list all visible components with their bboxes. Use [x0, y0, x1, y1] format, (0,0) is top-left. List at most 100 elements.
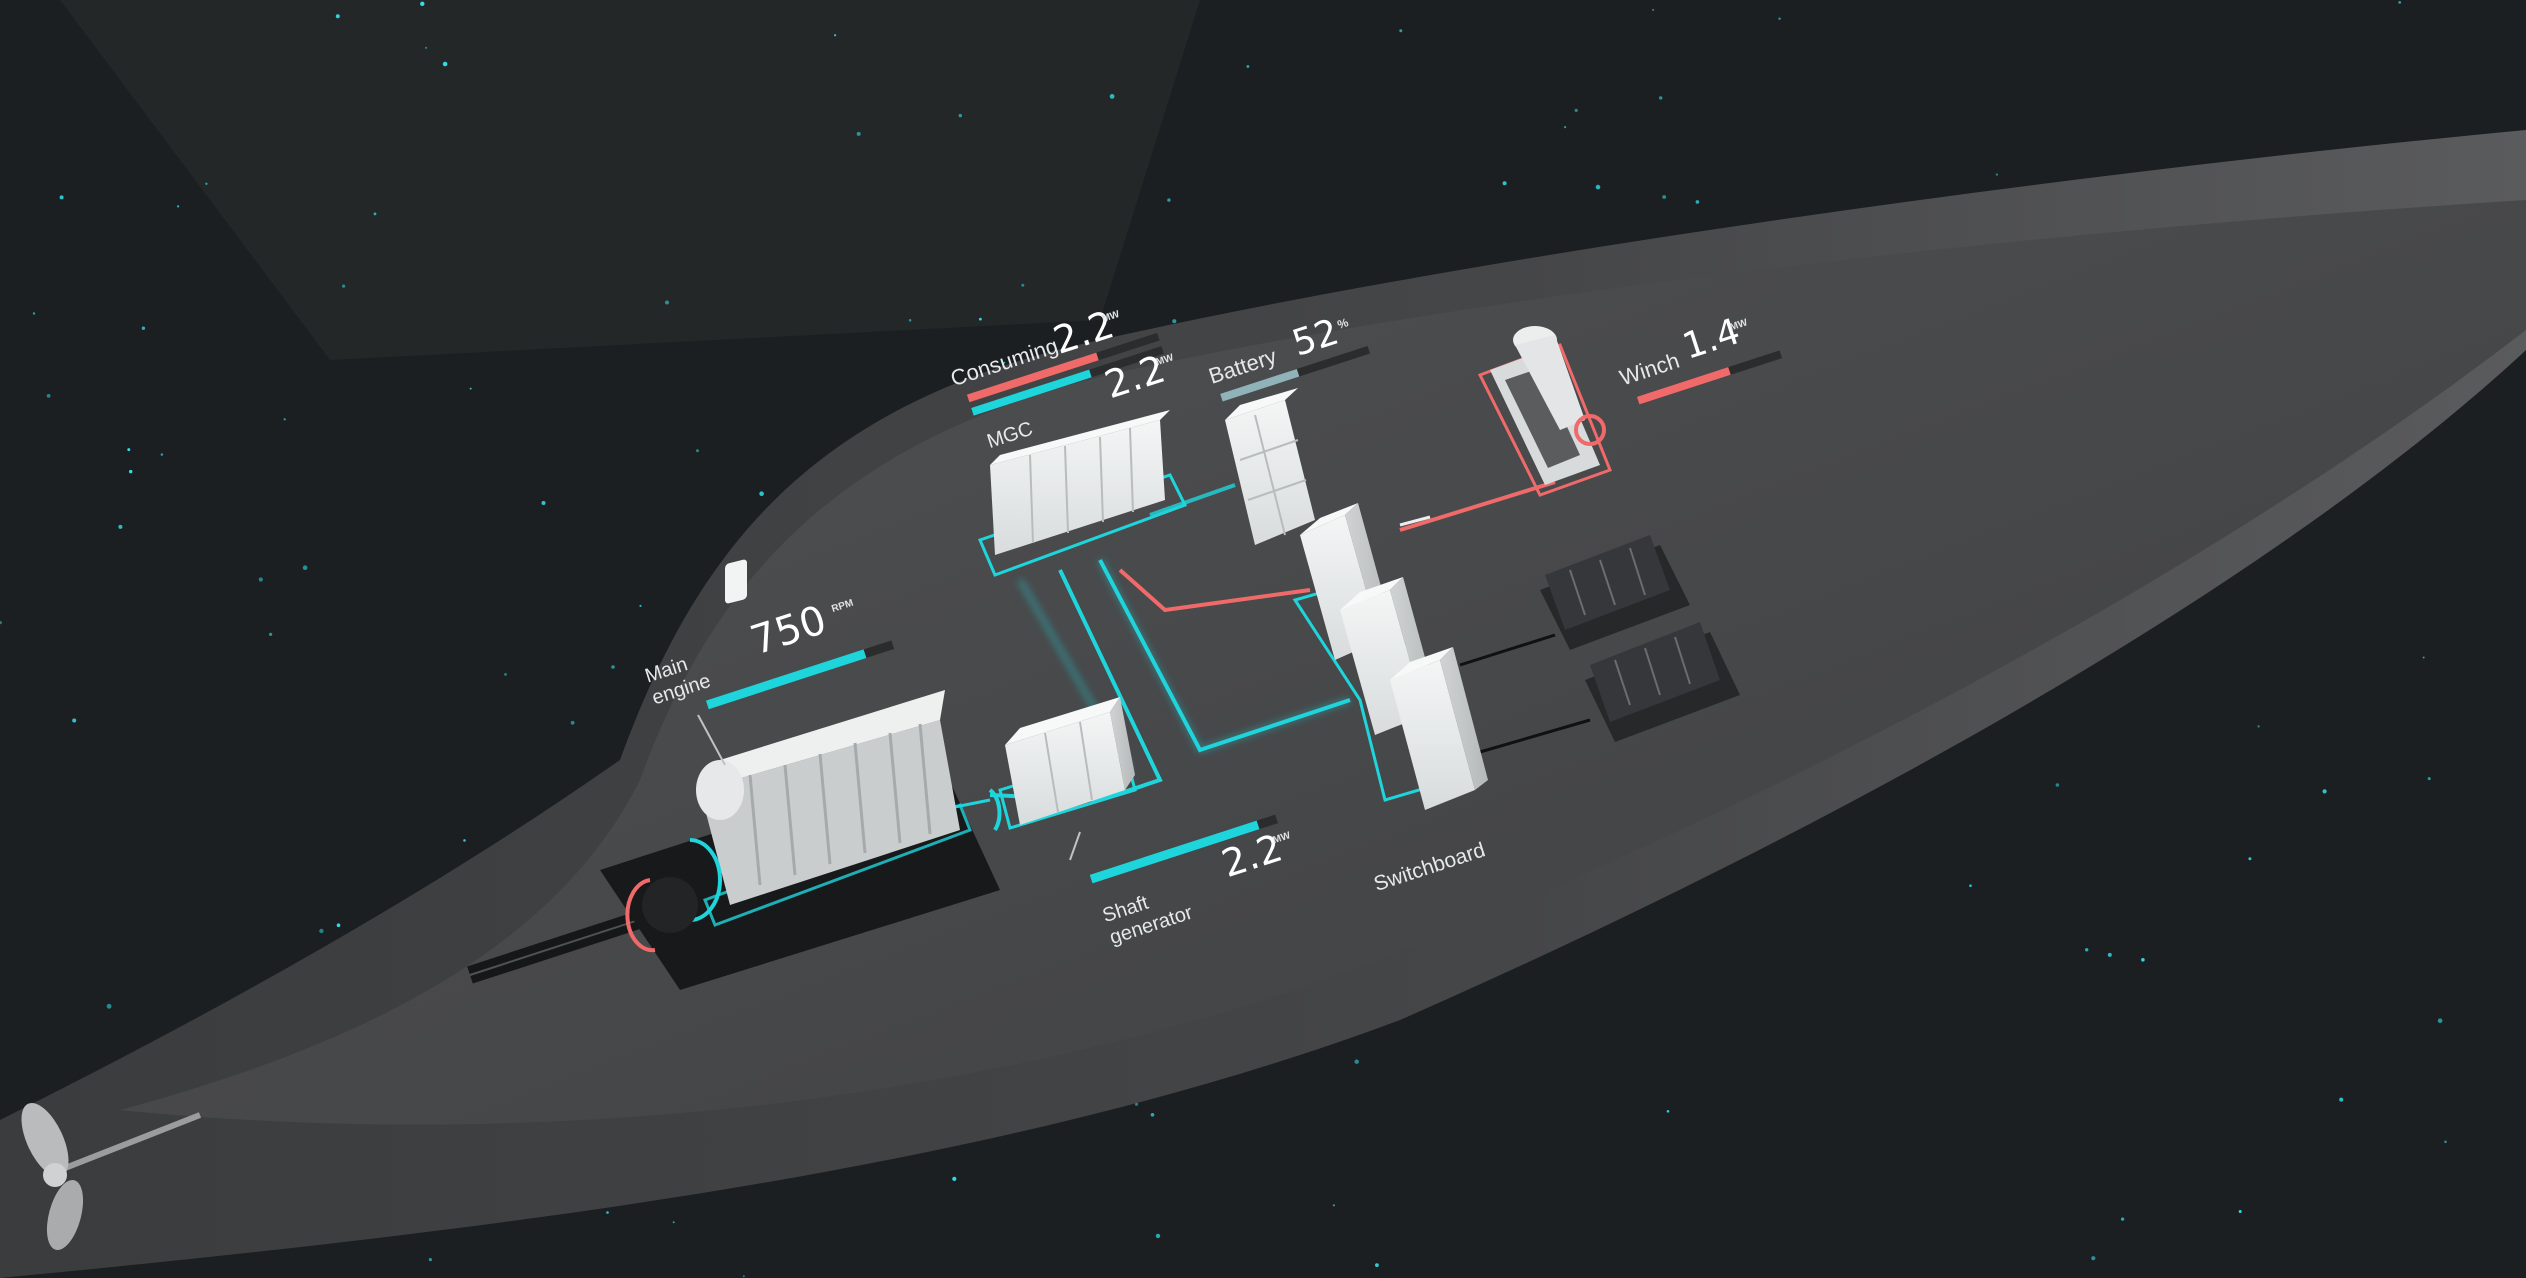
star-particle [336, 923, 341, 927]
switchboard-cabinets [1300, 503, 1488, 810]
star-particle [665, 300, 669, 305]
star-particle [1172, 319, 1177, 324]
shaft-generator-unit [988, 697, 1135, 832]
star-particle [504, 673, 507, 676]
battery-bar [1220, 368, 1300, 402]
star-particle [1155, 1233, 1161, 1239]
star-particle [2339, 1097, 2344, 1102]
mgc-bar [971, 369, 1092, 416]
star-particle [269, 632, 273, 637]
star-particle [2322, 789, 2327, 794]
star-particle [1502, 181, 1507, 186]
star-particle [2248, 857, 2252, 861]
shaft-generator-bar [1089, 820, 1260, 884]
consuming-unit: MW [1101, 309, 1122, 325]
star-particle [2141, 958, 2145, 962]
star-particle [2107, 952, 2112, 957]
star-particle [1695, 200, 1700, 204]
star-particle [302, 565, 308, 570]
star-particle [952, 1176, 957, 1181]
star-particle [32, 312, 36, 315]
star-particle [2398, 1, 2402, 4]
background-shadow-shape [60, 0, 1200, 360]
mgc-cabinet [990, 410, 1170, 555]
star-particle [373, 212, 377, 216]
star-particle [46, 394, 51, 398]
star-particle [1399, 29, 1403, 33]
star-particle [1778, 17, 1781, 20]
star-particle [958, 113, 962, 118]
star-particle [335, 14, 340, 19]
star-particle [129, 469, 133, 474]
star-particle [1021, 283, 1025, 287]
battery-unit: % [1336, 315, 1351, 332]
star-particle [205, 182, 208, 185]
star-particle [979, 317, 982, 321]
star-particle [2257, 725, 2260, 728]
star-particle [611, 665, 615, 669]
star-particle [1652, 8, 1655, 11]
star-particle [127, 448, 131, 452]
battery-cabinet [1225, 388, 1315, 545]
star-particle [1659, 96, 1663, 100]
star-particle [442, 61, 448, 67]
star-particle [59, 195, 64, 200]
star-particle [541, 501, 546, 505]
winch-bar [1636, 367, 1731, 405]
star-particle [1595, 184, 1601, 190]
star-particle [696, 449, 699, 453]
star-particle [2091, 1256, 2096, 1261]
star-particle [118, 524, 123, 529]
star-particle [342, 284, 346, 288]
star-particle [0, 621, 2, 625]
star-particle [1564, 126, 1567, 129]
winch-unit: MW [1729, 317, 1750, 333]
star-particle [834, 34, 837, 37]
star-particle [1354, 1059, 1359, 1064]
star-particle [639, 604, 642, 608]
star-particle [420, 1, 425, 6]
star-particle [72, 718, 77, 723]
main-engine-bar [705, 649, 867, 710]
mgc-unit: MW [1155, 352, 1176, 368]
star-particle [1995, 173, 1999, 176]
star-particle [2055, 783, 2060, 787]
star-particle [1332, 1204, 1335, 1207]
star-particle [160, 453, 164, 456]
star-particle [141, 326, 146, 330]
star-particle [908, 319, 912, 322]
star-particle [428, 1258, 432, 1262]
star-particle [606, 1211, 609, 1214]
star-particle [2444, 1140, 2447, 1144]
winch-icon [1477, 326, 1612, 497]
star-particle [1003, 361, 1006, 364]
star-particle [1969, 884, 1972, 887]
star-particle [672, 1221, 675, 1224]
main-engine-leader-line [697, 714, 726, 766]
star-particle [2238, 1210, 2242, 1213]
star-particle [2121, 1217, 2125, 1221]
shaft-generator-leader-line [1069, 831, 1081, 861]
star-particle [283, 418, 286, 421]
star-particle [1109, 94, 1115, 99]
main-engine [625, 559, 960, 953]
star-particle [1150, 1113, 1155, 1117]
star-particle [2437, 1018, 2443, 1023]
auxiliary-generator-1 [1540, 535, 1690, 650]
shaft-generator-unit: MW [1272, 830, 1293, 846]
star-particle [425, 46, 428, 49]
star-particle [463, 839, 466, 842]
star-particle [1574, 108, 1578, 112]
star-particle [759, 491, 764, 497]
star-particle [2427, 777, 2431, 781]
star-particle [177, 205, 180, 208]
star-particle [106, 1003, 112, 1009]
star-particle [1662, 195, 1667, 199]
consuming-bar [966, 352, 1099, 403]
star-particle [2422, 656, 2425, 659]
star-particle [1246, 65, 1250, 68]
star-particle [2085, 948, 2089, 952]
star-particle [570, 720, 575, 725]
star-particle [258, 577, 263, 582]
